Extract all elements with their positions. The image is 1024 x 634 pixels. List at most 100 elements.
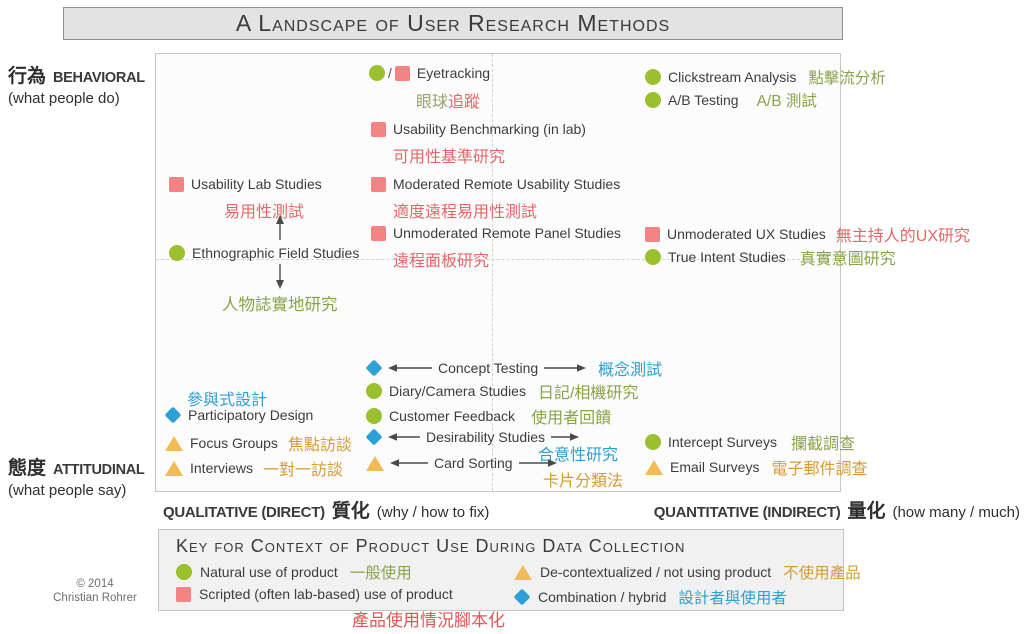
decontextualized-icon	[514, 564, 532, 580]
method-label: Customer Feedback	[389, 408, 516, 424]
method-label: Ethnographic Field Studies	[192, 245, 360, 261]
qualitative-en: QUALITATIVE (DIRECT)	[163, 504, 325, 521]
page-title: A Landscape of User Research Methods	[235, 10, 671, 36]
quantitative-sub: (how many / much)	[892, 504, 1020, 521]
left-arrow-icon	[388, 364, 432, 372]
natural-use-icon	[645, 434, 661, 450]
method-participatory: Participatory Design	[164, 406, 314, 424]
natural-use-icon	[169, 245, 185, 261]
behavioral-cjk: 行為	[8, 66, 47, 87]
slash-separator: /	[388, 65, 392, 81]
right-arrow-icon	[544, 364, 587, 372]
decontextualized-icon	[366, 455, 384, 471]
horizontal-divider	[156, 259, 840, 260]
method-moderated-remote: Moderated Remote Usability Studies	[371, 176, 620, 192]
method-label: True Intent Studies	[668, 249, 786, 265]
method-interviews-zh: 一對一訪談	[263, 462, 344, 479]
method-label: Desirability Studies	[426, 429, 546, 445]
legend-combination: Combination / hybrid 設計者與使用者	[513, 586, 787, 608]
legend-decontextualized-zh: 不使用產品	[783, 565, 861, 582]
left-arrow-icon	[390, 459, 428, 467]
method-desirability: Desirability Studies	[365, 428, 585, 446]
method-usability-lab-zh: 易用性測試	[224, 204, 305, 221]
method-label: A/B Testing	[668, 92, 739, 108]
method-label: Email Surveys	[670, 459, 760, 475]
method-label: Participatory Design	[188, 407, 314, 423]
method-focus-groups-zh: 焦點訪談	[287, 437, 352, 454]
method-customer-feedback: Customer Feedback 使用者回饋	[366, 404, 611, 428]
scripted-use-icon	[169, 176, 184, 192]
method-label: Focus Groups	[190, 435, 278, 451]
legend-key-box: Key for Context of Product Use During Da…	[158, 529, 861, 611]
scripted-use-icon	[371, 225, 386, 241]
legend-decontextualized: De-contextualized / not using product 不使…	[514, 561, 861, 583]
method-label: Concept Testing	[438, 360, 539, 376]
method-usability-benchmarking: Usability Benchmarking (in lab)	[371, 121, 586, 137]
method-participatory-zh: 參與式設計	[187, 392, 268, 409]
quantitative-cjk: 量化	[847, 501, 886, 522]
method-clickstream-zh: 點擊流分析	[808, 70, 886, 87]
method-label: Usability Benchmarking (in lab)	[393, 121, 586, 137]
method-intercept-surveys-zh: 攔截調查	[790, 436, 855, 453]
method-ethnographic-zh: 人物誌實地研究	[222, 296, 338, 314]
method-email-surveys: Email Surveys 電子郵件調查	[645, 455, 867, 479]
qualitative-cjk: 質化	[331, 501, 370, 522]
attitudinal-cjk: 態度	[8, 458, 47, 479]
legend-label: Natural use of product	[200, 564, 338, 580]
combination-icon	[513, 588, 531, 606]
method-diary-camera-zh: 日記/相機研究	[537, 385, 639, 402]
method-unmoderated-ux: Unmoderated UX Studies 無主持人的UX研究	[645, 222, 970, 246]
method-ab-testing-zh: A/B 測試	[756, 93, 817, 110]
method-true-intent-zh: 真實意圖研究	[799, 251, 896, 268]
legend-label: Scripted (often lab-based) use of produc…	[199, 586, 453, 602]
method-label: Moderated Remote Usability Studies	[393, 176, 621, 192]
scripted-use-icon	[645, 226, 660, 242]
natural-use-icon	[369, 65, 385, 81]
method-desirability-zh: 合意性研究	[538, 447, 619, 464]
legend-scripted: Scripted (often lab-based) use of produc…	[176, 586, 453, 602]
method-intercept-surveys: Intercept Surveys 攔截調查	[645, 430, 855, 454]
copyright-year: © 2014	[76, 578, 114, 590]
copyright: © 2014 Christian Rohrer	[30, 577, 160, 606]
right-arrow-icon	[551, 433, 580, 441]
method-label: Diary/Camera Studies	[389, 383, 526, 399]
legend-scripted-zh: 產品使用情況腳本化	[352, 611, 505, 630]
qualitative-sub: (why / how to fix)	[376, 504, 490, 521]
method-moderated-remote-zh: 適度遠程易用性測試	[393, 204, 538, 221]
combination-icon	[365, 428, 383, 446]
legend-label: De-contextualized / not using product	[540, 564, 772, 580]
legend-natural: Natural use of product 一般使用	[176, 561, 412, 583]
title-bar: A Landscape of User Research Methods	[63, 7, 843, 40]
natural-use-icon	[645, 92, 661, 108]
method-customer-feedback-zh: 使用者回饋	[531, 410, 612, 427]
legend-combination-zh: 設計者與使用者	[678, 590, 787, 607]
up-arrow-icon	[276, 215, 284, 240]
method-label: Card Sorting	[434, 455, 513, 471]
attitudinal-en: ATTITUDINAL	[53, 462, 145, 478]
combination-icon	[365, 359, 383, 377]
legend-header: Key for Context of Product Use During Da…	[176, 536, 686, 556]
behavioral-en: BEHAVIORAL	[53, 70, 145, 86]
down-arrow-icon	[276, 264, 284, 289]
method-label: Eyetracking	[416, 65, 491, 81]
method-label: Clickstream Analysis	[668, 69, 797, 85]
vertical-divider	[492, 54, 493, 491]
method-diary-camera: Diary/Camera Studies 日記/相機研究	[366, 379, 638, 403]
natural-use-icon	[645, 249, 661, 265]
copyright-author: Christian Rohrer	[53, 592, 137, 605]
method-ethnographic: Ethnographic Field Studies	[169, 245, 359, 261]
method-unmoderated-ux-zh: 無主持人的UX研究	[835, 228, 970, 245]
method-label: Usability Lab Studies	[191, 176, 322, 192]
method-card-sorting-zh: 卡片分類法	[543, 473, 624, 490]
method-concept-testing-zh: 概念測試	[598, 362, 663, 379]
method-label: Unmoderated Remote Panel Studies	[393, 225, 622, 241]
quadrant-plot	[155, 53, 841, 492]
right-arrow-icon	[518, 459, 557, 467]
method-concept-testing: Concept Testing 概念測試	[365, 356, 663, 380]
method-usability-benchmarking-zh: 可用性基準研究	[393, 149, 506, 166]
combination-icon	[164, 406, 182, 424]
method-usability-lab: Usability Lab Studies	[169, 176, 322, 192]
decontextualized-icon	[645, 459, 663, 475]
method-unmoderated-panel-zh: 遠程面板研究	[393, 253, 490, 270]
